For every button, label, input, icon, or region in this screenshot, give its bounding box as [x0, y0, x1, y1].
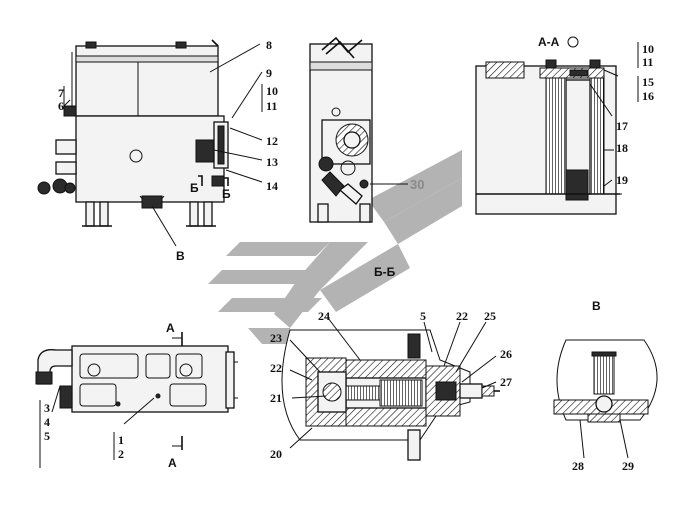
- view-v: [553, 339, 658, 459]
- bottom-view: [35, 332, 238, 450]
- section-b-marker-right: Б: [222, 187, 231, 201]
- label-30: 30: [410, 177, 424, 192]
- label-22-right: 22: [456, 309, 468, 323]
- view-v-marker: В: [176, 249, 185, 263]
- section-aa-title: А-А: [538, 35, 560, 49]
- label-14: 14: [266, 179, 278, 193]
- section-markers: А-А Б-Б В В Б Б А А: [166, 35, 601, 470]
- label-17: 17: [616, 119, 628, 133]
- part-labels: 8 9 10 11 12 13 14 7 6 30 10 11 15 16 17…: [44, 38, 654, 473]
- label-15: 15: [642, 75, 654, 89]
- label-23: 23: [270, 331, 282, 345]
- section-a-marker-bottom: А: [168, 456, 177, 470]
- label-27: 27: [500, 375, 512, 389]
- leader-lines: [39, 43, 263, 468]
- label-5-bb: 5: [420, 309, 426, 323]
- label-13: 13: [266, 155, 278, 169]
- section-bb: [281, 317, 500, 461]
- label-10-top: 10: [266, 84, 278, 98]
- label-29: 29: [622, 459, 634, 473]
- view-v-title: В: [592, 299, 601, 313]
- label-6: 6: [58, 99, 64, 113]
- label-19: 19: [616, 173, 628, 187]
- label-18: 18: [616, 141, 628, 155]
- label-2: 2: [118, 447, 124, 461]
- label-3: 3: [44, 401, 50, 415]
- front-view: [37, 39, 229, 227]
- label-1: 1: [118, 433, 124, 447]
- section-a-marker-top: А: [166, 321, 175, 335]
- label-8: 8: [266, 38, 272, 52]
- label-7: 7: [58, 86, 64, 100]
- label-20: 20: [270, 447, 282, 461]
- label-5-bottom: 5: [44, 429, 50, 443]
- section-bb-title: Б-Б: [374, 265, 396, 279]
- label-4: 4: [44, 415, 50, 429]
- label-10-aa: 10: [642, 42, 654, 56]
- section-b-marker-left: Б: [190, 181, 199, 195]
- label-11-top: 11: [266, 99, 277, 113]
- label-9: 9: [266, 66, 272, 80]
- side-view: [309, 36, 408, 223]
- label-25: 25: [484, 309, 496, 323]
- label-21: 21: [270, 391, 282, 405]
- label-24: 24: [318, 309, 330, 323]
- label-26: 26: [500, 347, 512, 361]
- label-brackets: [39, 42, 639, 460]
- label-22-left: 22: [270, 361, 282, 375]
- watermark-logo: [208, 150, 462, 344]
- section-aa: [475, 36, 622, 215]
- label-12: 12: [266, 134, 278, 148]
- label-11-aa: 11: [642, 55, 653, 69]
- label-16: 16: [642, 89, 654, 103]
- label-28: 28: [572, 459, 584, 473]
